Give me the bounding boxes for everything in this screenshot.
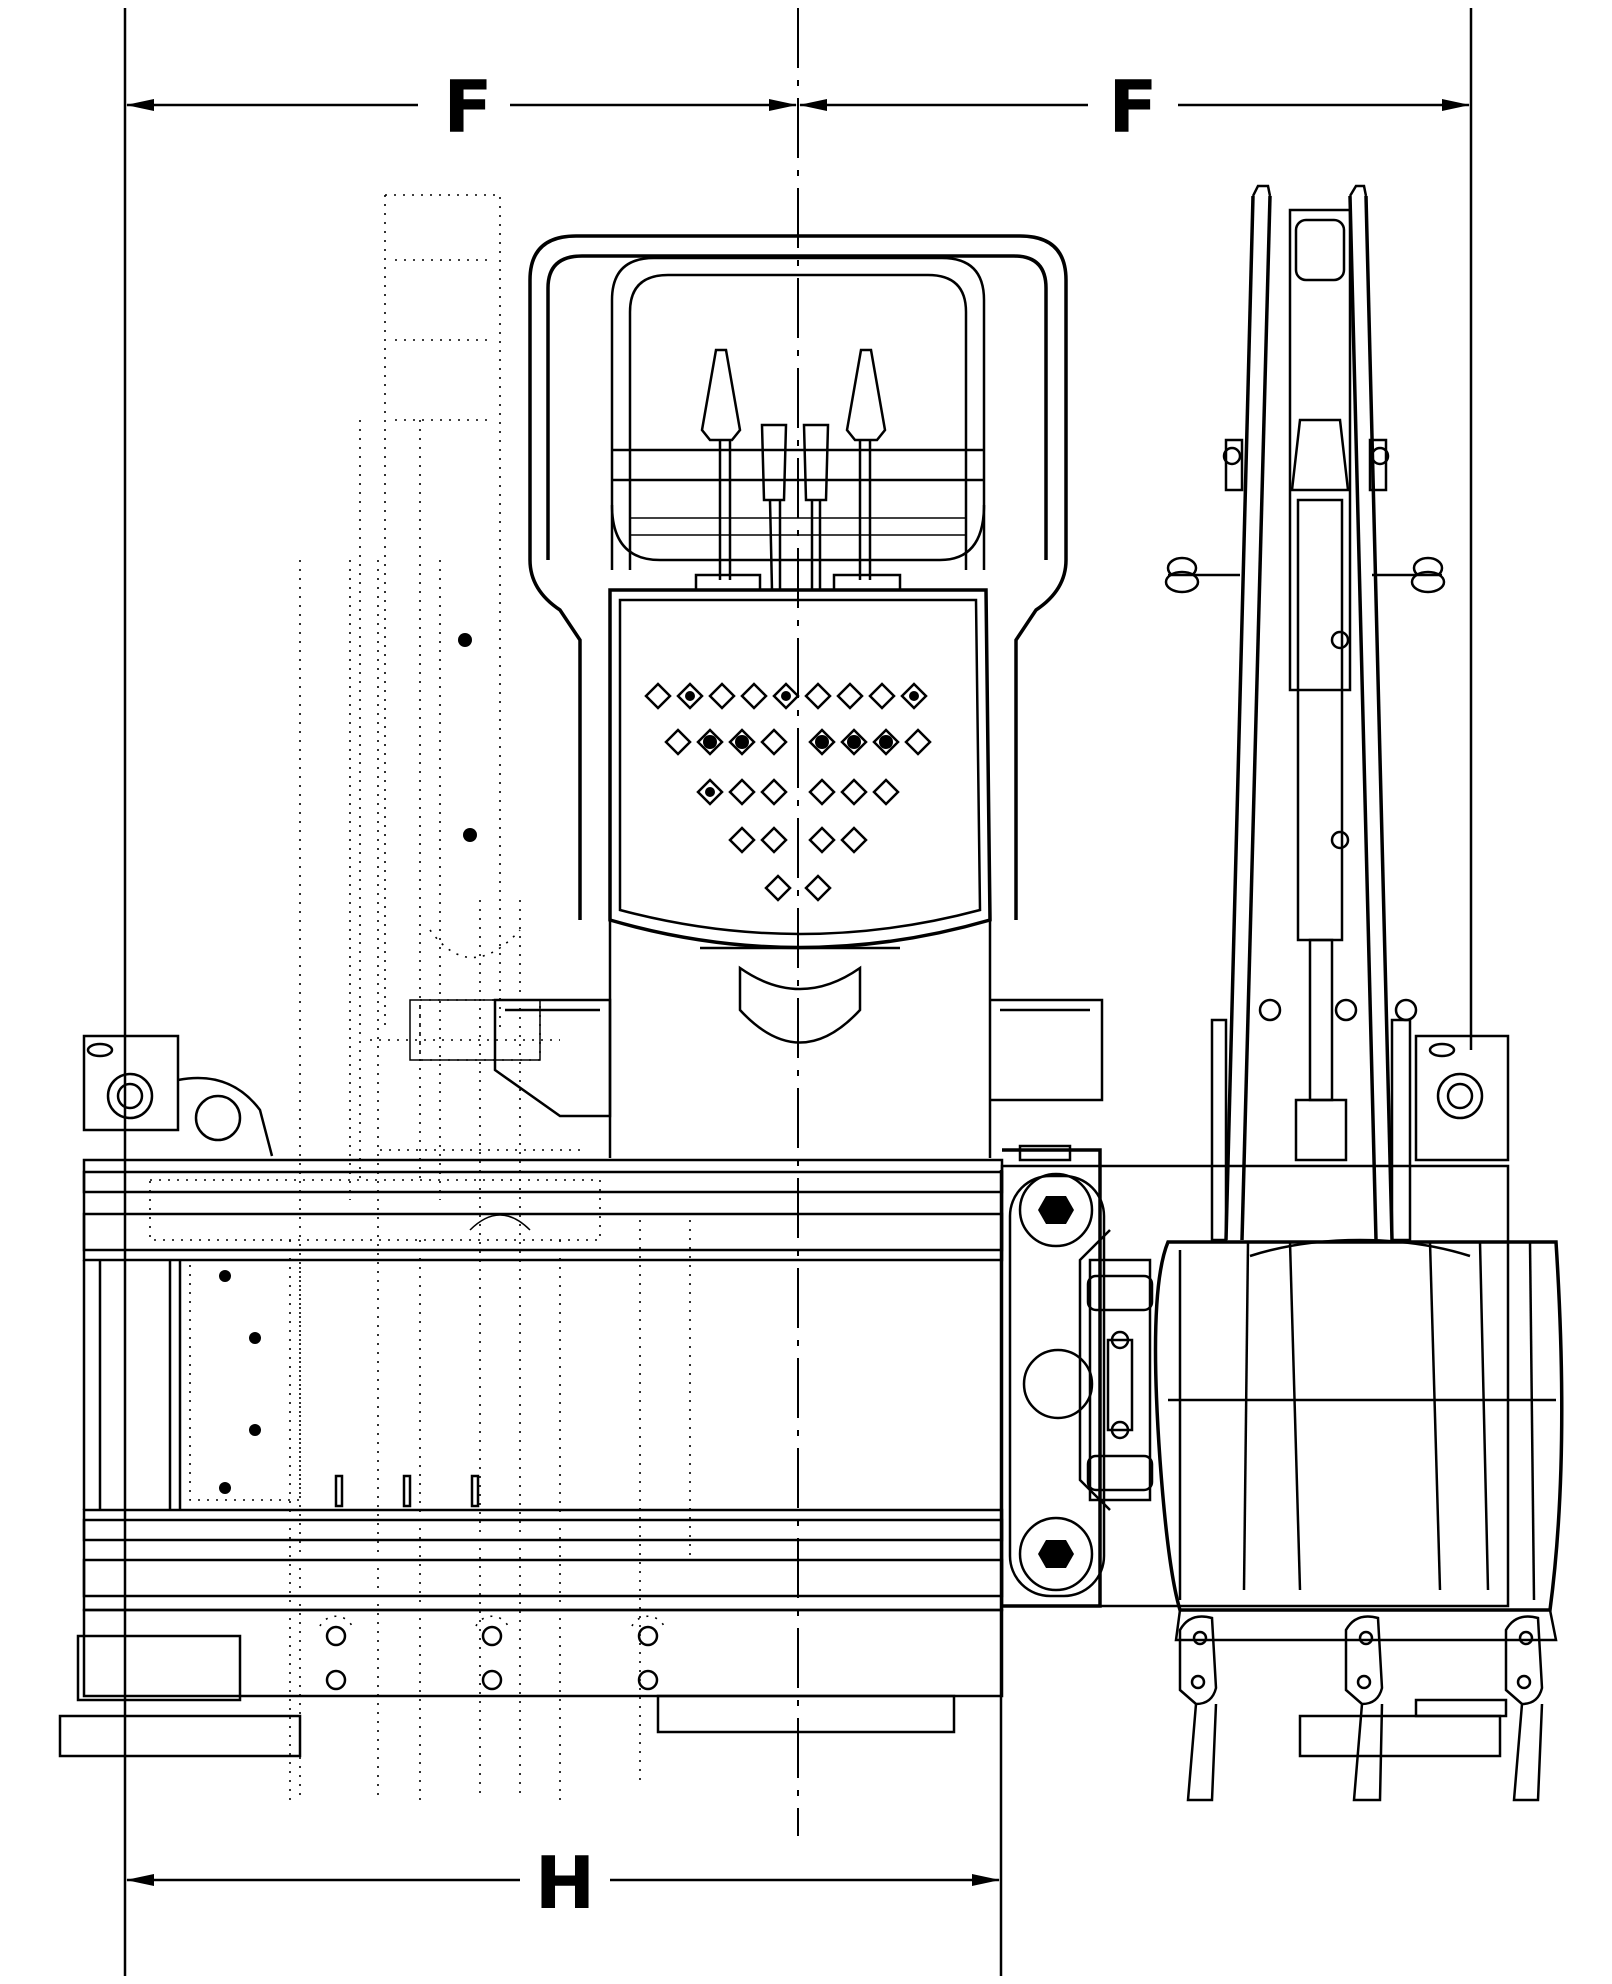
swing-bracket <box>1002 1144 1154 1608</box>
boom-arm <box>1164 184 1446 1242</box>
bucket <box>1153 1238 1564 1642</box>
track-bolts <box>319 1474 665 1691</box>
dimension-label-f-right: F <box>1108 65 1157 149</box>
dimension-label-f-left: F <box>443 65 492 149</box>
dimension-f-left: F <box>126 65 797 149</box>
bucket-teeth <box>1178 1615 1544 1802</box>
operator-seat <box>528 234 1068 920</box>
console-diamond-grid <box>644 682 932 902</box>
right-fender <box>990 998 1104 1102</box>
right-track-end <box>1000 1034 1510 1758</box>
undercarriage-frame <box>82 1158 1004 1734</box>
left-track-end <box>58 1034 302 1758</box>
dimension-f-right: F <box>799 65 1470 149</box>
left-fender <box>493 998 612 1118</box>
dimension-label-h: H <box>535 1841 595 1925</box>
control-levers <box>694 348 902 592</box>
front-console <box>608 588 992 1158</box>
dimension-h-bottom: H <box>126 1841 1000 1925</box>
